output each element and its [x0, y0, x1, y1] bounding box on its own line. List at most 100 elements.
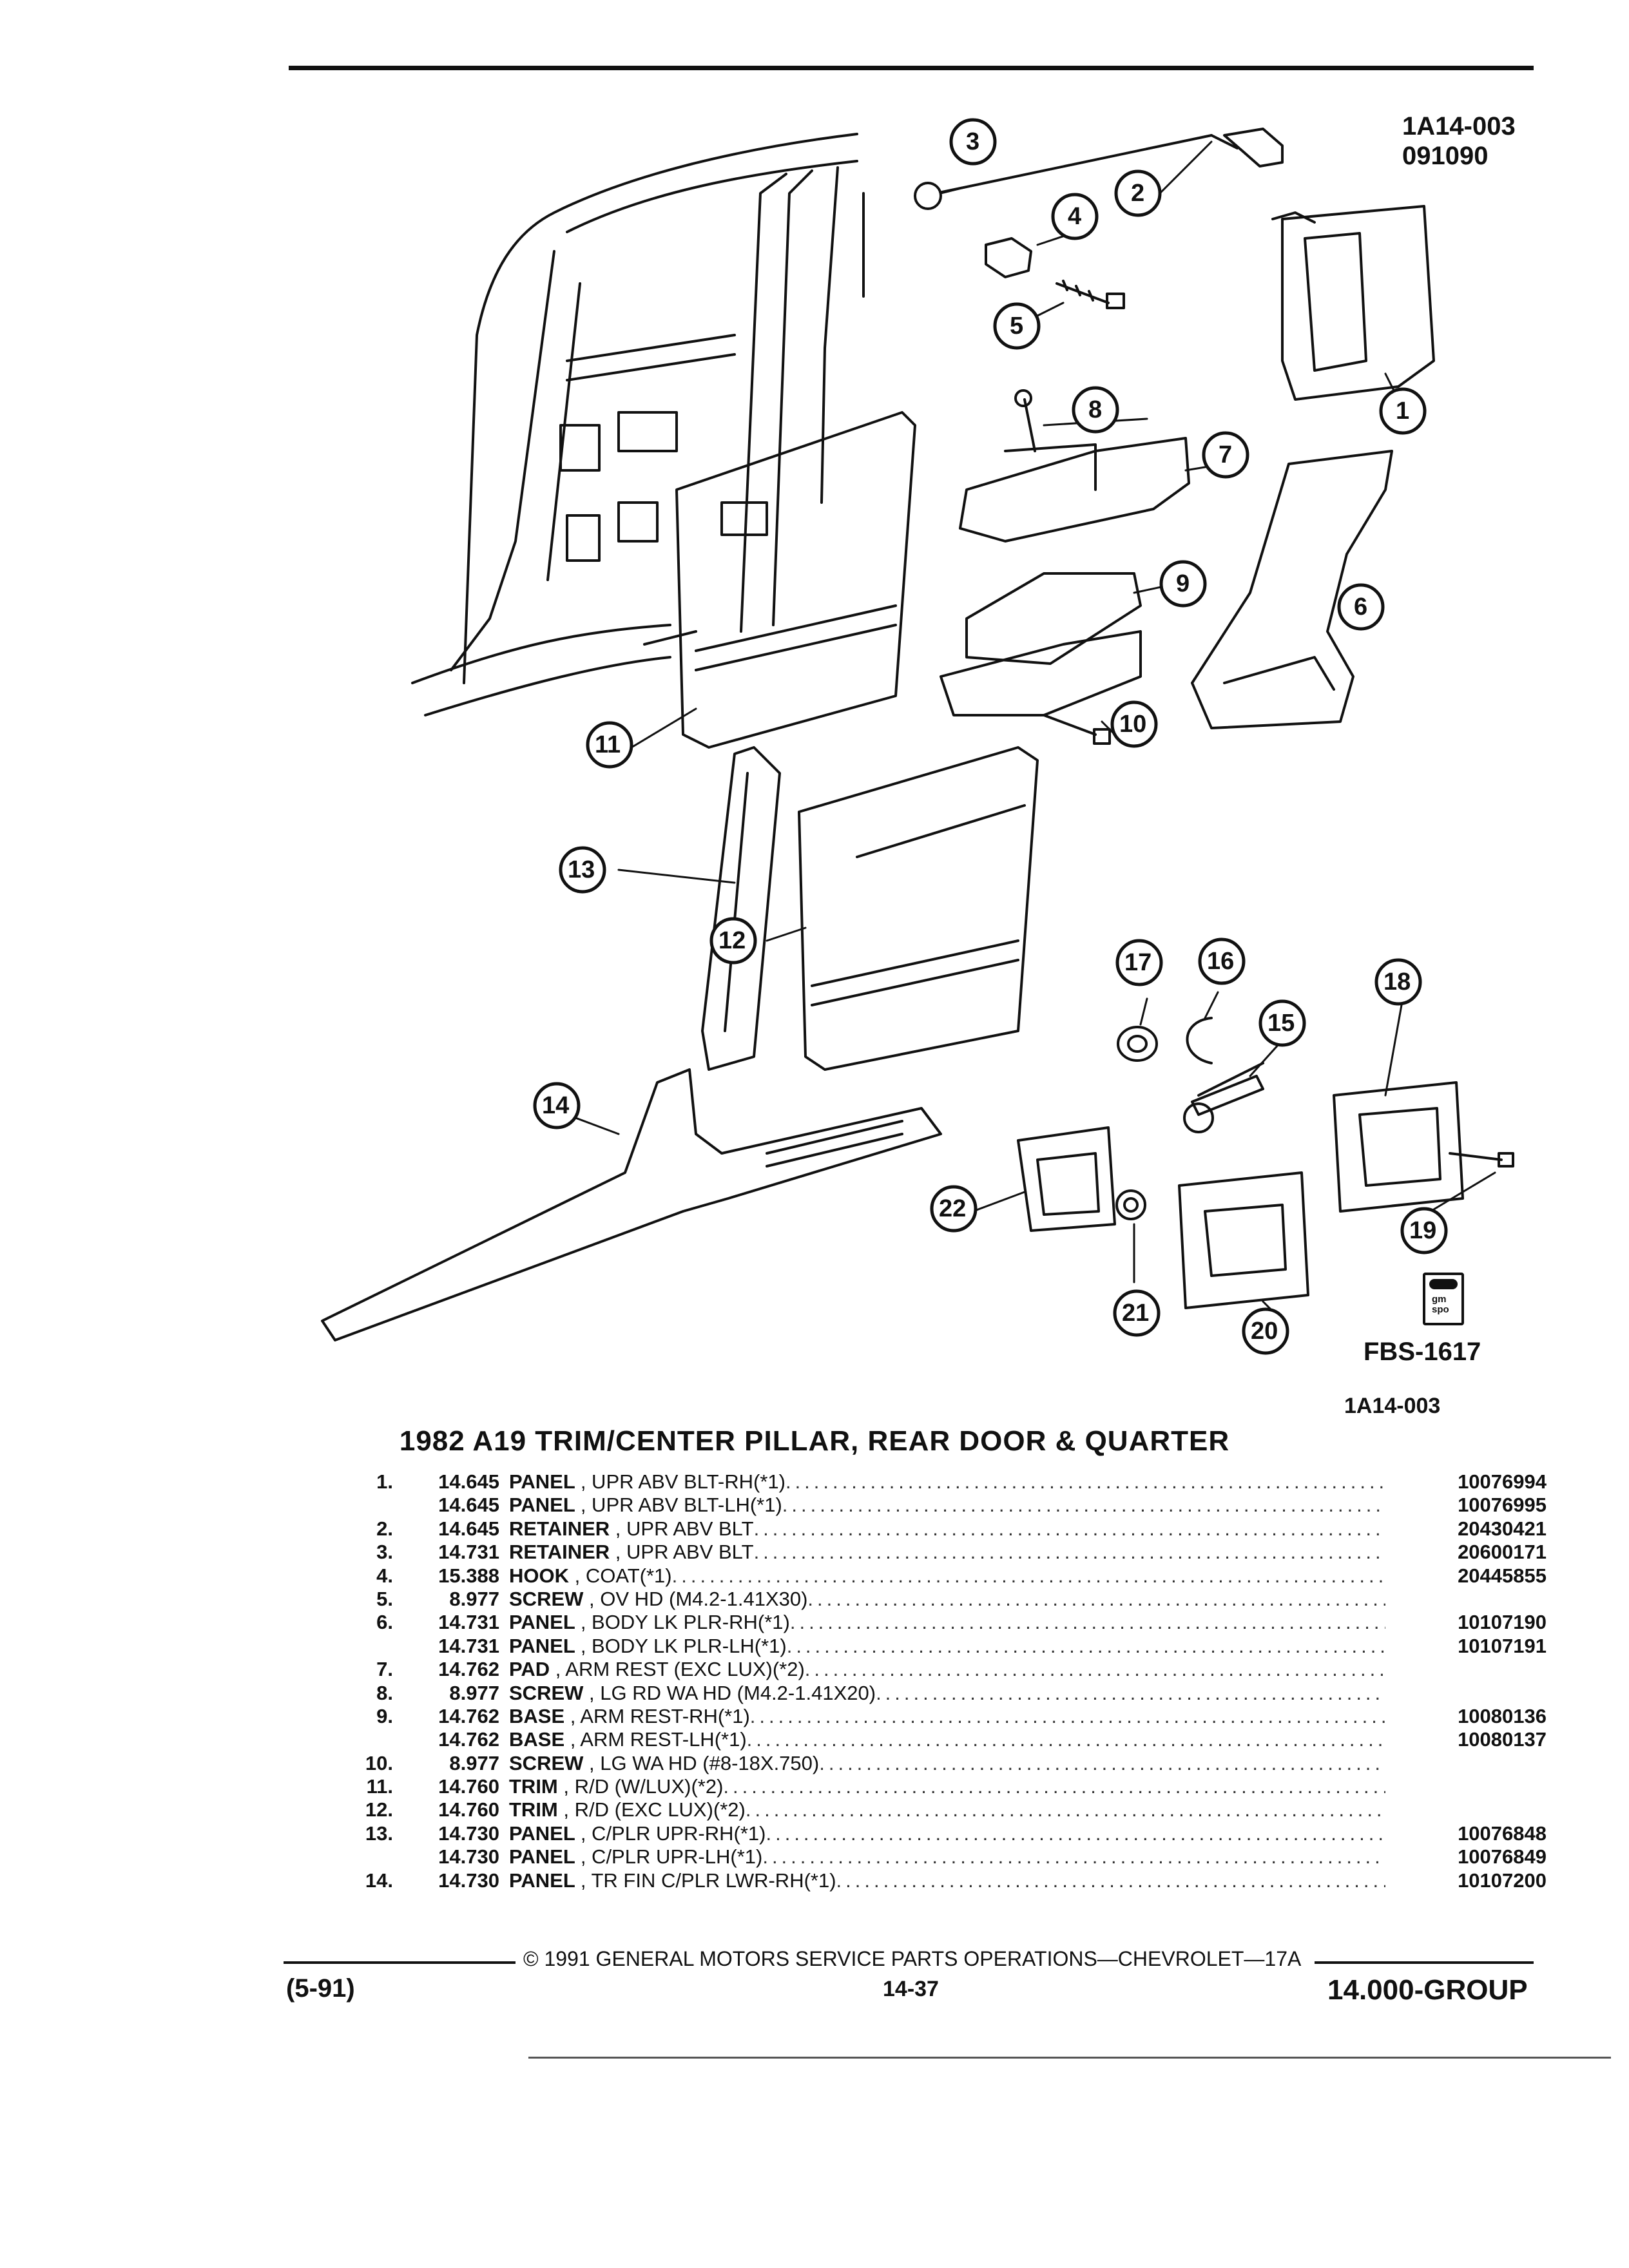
part-name: SCREW	[509, 1681, 584, 1704]
vehicle-body-shell	[411, 133, 865, 716]
part-7-armrest-pad	[959, 437, 1190, 543]
part-name: BASE	[509, 1704, 565, 1727]
part-name: PANEL	[509, 1869, 575, 1892]
group-number: 14.645	[438, 1517, 499, 1540]
item-number: 5.	[376, 1587, 393, 1610]
logo-text: gm spo	[1432, 1294, 1449, 1315]
callout-17: 17	[1124, 949, 1152, 976]
part-detail: , R/D (EXC LUX)(*2)	[563, 1798, 746, 1821]
part-name: TRIM	[509, 1798, 558, 1821]
section-title: 1982 A19 TRIM/CENTER PILLAR, REAR DOOR &…	[399, 1425, 1230, 1457]
group-number: 14.730	[438, 1869, 499, 1892]
item-number: 1.	[376, 1470, 393, 1493]
part-description: PANEL , UPR ABV BLT-LH(*1) .............…	[509, 1494, 1385, 1517]
part-detail: , OV HD (M4.2-1.41X30)	[589, 1587, 808, 1610]
group-number: 14.645	[438, 1470, 499, 1493]
item-number: 2.	[376, 1517, 393, 1540]
part-description: SCREW , OV HD (M4.2-1.41X30) ...........…	[509, 1587, 1385, 1610]
part-detail: , LG WA HD (#8-18X.750)	[589, 1751, 820, 1774]
part-9-armrest-base	[940, 572, 1142, 716]
part-description: PANEL , C/PLR UPR-RH(*1) ...............…	[509, 1821, 1385, 1845]
callout-5: 5	[1010, 312, 1024, 340]
part-number: 10076849	[1458, 1845, 1547, 1869]
part-detail: , UPR ABV BLT-RH(*1)	[580, 1470, 786, 1493]
item-number: 8.	[376, 1681, 393, 1704]
part-number: 10076994	[1458, 1470, 1547, 1493]
callout-18: 18	[1383, 968, 1411, 995]
part-description: PANEL , UPR ABV BLT-RH(*1) .............…	[509, 1470, 1385, 1493]
part-detail: , UPR ABV BLT	[615, 1541, 754, 1564]
part-description: BASE , ARM REST-RH(*1) .................…	[509, 1704, 1385, 1727]
exploded-parts-diagram	[321, 118, 1514, 1355]
part-12-door-trim	[798, 746, 1039, 1071]
part-detail: , ARM REST-LH(*1)	[570, 1728, 747, 1751]
parts-row: 8. 8.977 SCREW , LG RD WA HD (M4.2-1.41X20…	[309, 1682, 1547, 1705]
part-description: PAD , ARM REST (EXC LUX)(*2) ...........…	[509, 1658, 1385, 1681]
gm-spo-logo: gm spo	[1423, 1273, 1464, 1325]
group-number: 14.762	[438, 1704, 499, 1727]
group-label: 14.000-GROUP	[1327, 1974, 1528, 2006]
callout-22: 22	[939, 1195, 967, 1222]
part-22-bezel	[1017, 1126, 1116, 1232]
group-number: 8.977	[449, 1587, 499, 1610]
part-detail: , R/D (W/LUX)(*2)	[563, 1775, 724, 1798]
date-code: 091090	[1402, 142, 1489, 170]
parts-row: 5. 8.977 SCREW , OV HD (M4.2-1.41X30) ....…	[309, 1588, 1547, 1611]
item-number: 3.	[376, 1541, 393, 1564]
group-number: 14.762	[438, 1658, 499, 1681]
part-detail: , BODY LK PLR-LH(*1)	[580, 1634, 787, 1657]
callout-16: 16	[1207, 948, 1235, 975]
part-19-screw	[1449, 1152, 1514, 1168]
part-description: TRIM , R/D (EXC LUX)(*2) ...............…	[509, 1798, 1385, 1821]
page-number: 14-37	[883, 1977, 939, 2001]
item-number: 12.	[365, 1798, 393, 1821]
part-15-window-handle	[1183, 1062, 1264, 1133]
part-number: 10080137	[1458, 1728, 1547, 1751]
part-11-door-trim	[675, 411, 916, 749]
bottom-rule	[528, 2057, 1611, 2059]
part-description: PANEL , BODY LK PLR-LH(*1) .............…	[509, 1634, 1385, 1657]
revision-date: (5-91)	[286, 1974, 355, 2003]
part-name: PANEL	[509, 1821, 575, 1845]
part-name: HOOK	[509, 1564, 569, 1587]
callout-20: 20	[1251, 1318, 1278, 1345]
part-number: 10080136	[1458, 1704, 1547, 1727]
part-description: PANEL , TR FIN C/PLR LWR-RH(*1) ........…	[509, 1869, 1385, 1892]
item-number: 7.	[376, 1658, 393, 1681]
part-number: 20430421	[1458, 1517, 1547, 1540]
part-name: PAD	[509, 1658, 550, 1681]
part-description: SCREW , LG RD WA HD (M4.2-1.41X20) .....…	[509, 1681, 1385, 1704]
part-detail: , C/PLR UPR-RH(*1)	[580, 1821, 766, 1845]
callout-4: 4	[1068, 203, 1082, 230]
figure-code: FBS-1617	[1364, 1338, 1481, 1366]
part-description: BASE , ARM REST-LH(*1) .................…	[509, 1728, 1385, 1751]
callout-19: 19	[1409, 1217, 1437, 1244]
part-detail: , COAT(*1)	[574, 1564, 672, 1587]
item-number: 14.	[365, 1869, 393, 1892]
part-17-washer	[1117, 1026, 1158, 1062]
group-number: 8.977	[449, 1681, 499, 1704]
footer-rule-left	[284, 1961, 516, 1964]
part-description: RETAINER , UPR ABV BLT .................…	[509, 1541, 1385, 1564]
part-16-clip	[1186, 1017, 1213, 1064]
part-detail: , UPR ABV BLT	[615, 1517, 754, 1540]
part-1-upper-panel	[1271, 205, 1435, 401]
part-description: HOOK , COAT(*1) ........................…	[509, 1564, 1385, 1587]
part-description: RETAINER , UPR ABV BLT .................…	[509, 1517, 1385, 1540]
copyright-line: © 1991 GENERAL MOTORS SERVICE PARTS OPER…	[523, 1947, 1302, 1970]
item-number: 13.	[365, 1821, 393, 1845]
group-number: 14.731	[438, 1611, 499, 1634]
part-description: PANEL , BODY LK PLR-RH(*1) .............…	[509, 1611, 1385, 1634]
part-18-escutcheon	[1333, 1081, 1464, 1213]
part-detail: , ARM REST (EXC LUX)(*2)	[555, 1658, 805, 1681]
part-detail: , TR FIN C/PLR LWR-RH(*1)	[580, 1869, 836, 1892]
part-14-c-pillar-lower	[321, 1068, 942, 1341]
